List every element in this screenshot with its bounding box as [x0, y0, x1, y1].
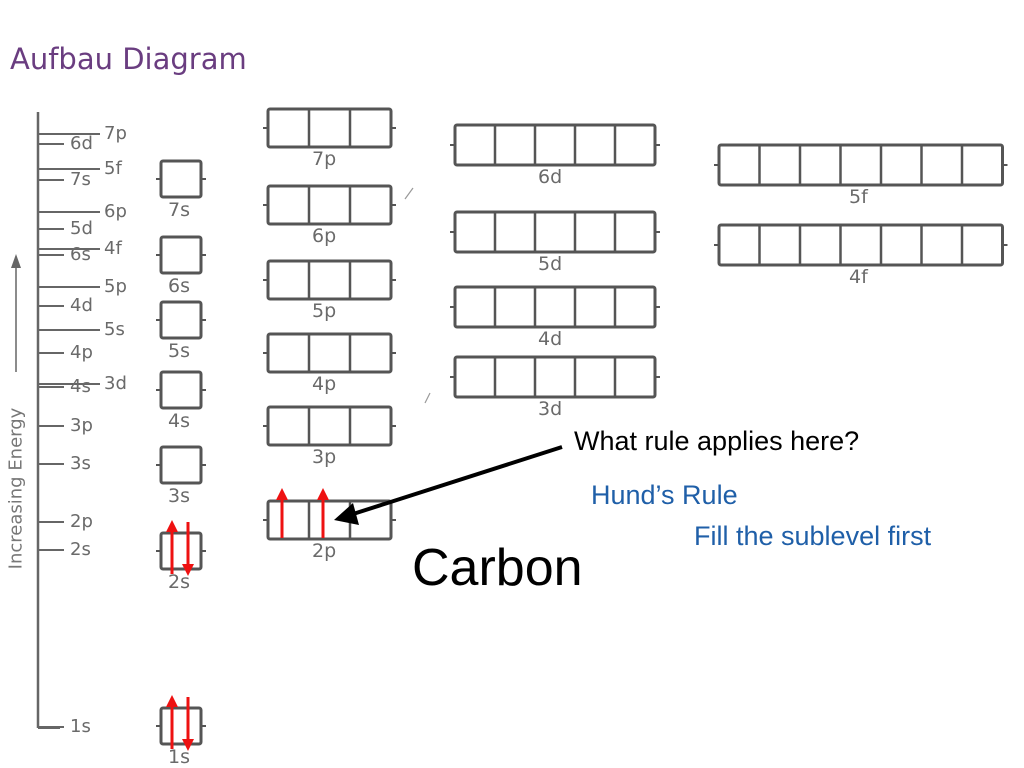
callout-arrow [349, 445, 563, 517]
energy-level-label: 6d [70, 133, 93, 154]
energy-level-label: 3s [70, 453, 91, 474]
sublevel-label: 5p [312, 300, 337, 322]
energy-level-label: 7p [104, 123, 127, 144]
scan-mark [404, 187, 414, 200]
sublevel-label: 2p [312, 540, 337, 562]
electron-up-arrowhead [166, 695, 178, 707]
energy-level-label: 3d [104, 373, 127, 394]
sublevel-label: 3s [168, 485, 190, 507]
scan-mark [424, 392, 431, 404]
electron-up-arrowhead [317, 488, 329, 500]
callout-arrowhead [334, 503, 359, 525]
sublevel-label: 3d [538, 398, 563, 420]
energy-level-label: 2p [70, 511, 93, 532]
sublevel-label: 7s [168, 199, 190, 221]
energy-level-label: 2s [70, 539, 91, 560]
energy-level-label: 6s [70, 244, 91, 265]
answer-text: Hund’s Rule [591, 480, 738, 510]
energy-level-label: 5d [70, 218, 93, 239]
energy-arrow-head [11, 254, 21, 268]
electron-down-arrowhead [182, 564, 194, 576]
sublevel-label: 6p [312, 225, 337, 247]
sublevel-label: 6s [168, 275, 190, 297]
electron-down-arrowhead [182, 739, 194, 751]
sublevel-label: 4d [538, 328, 563, 350]
energy-level-label: 4p [70, 342, 93, 363]
sublevel-label: 6d [538, 166, 563, 188]
explanation-text: Fill the sublevel first [694, 521, 932, 551]
electron-up-arrowhead [166, 520, 178, 532]
slide-title: Aufbau Diagram [10, 42, 247, 76]
sublevel-label: 5f [849, 186, 868, 208]
energy-level-label: 4s [70, 376, 91, 397]
element-name: Carbon [412, 539, 583, 597]
sublevel-label: 4s [168, 410, 190, 432]
energy-level-label: 4f [104, 238, 122, 259]
sublevel-label: 5d [538, 253, 563, 275]
energy-level-label: 4d [70, 295, 93, 316]
energy-level-label: 7s [70, 169, 91, 190]
sublevel-label: 7p [312, 148, 337, 170]
energy-level-label: 1s [70, 716, 91, 737]
sublevel-label: 2s [168, 571, 190, 593]
electron-up-arrowhead [276, 488, 288, 500]
sublevel-label: 4p [312, 373, 337, 395]
question-text: What rule applies here? [574, 426, 860, 456]
energy-level-label: 5p [104, 276, 127, 297]
sublevel-label: 3p [312, 446, 337, 468]
energy-level-label: 5s [104, 319, 125, 340]
energy-level-label: 3p [70, 415, 93, 436]
energy-level-label: 6p [104, 201, 127, 222]
sublevel-label: 5s [168, 340, 190, 362]
sublevel-label: 4f [849, 266, 868, 288]
energy-level-label: 5f [104, 158, 122, 179]
sublevel-label: 1s [168, 746, 190, 768]
